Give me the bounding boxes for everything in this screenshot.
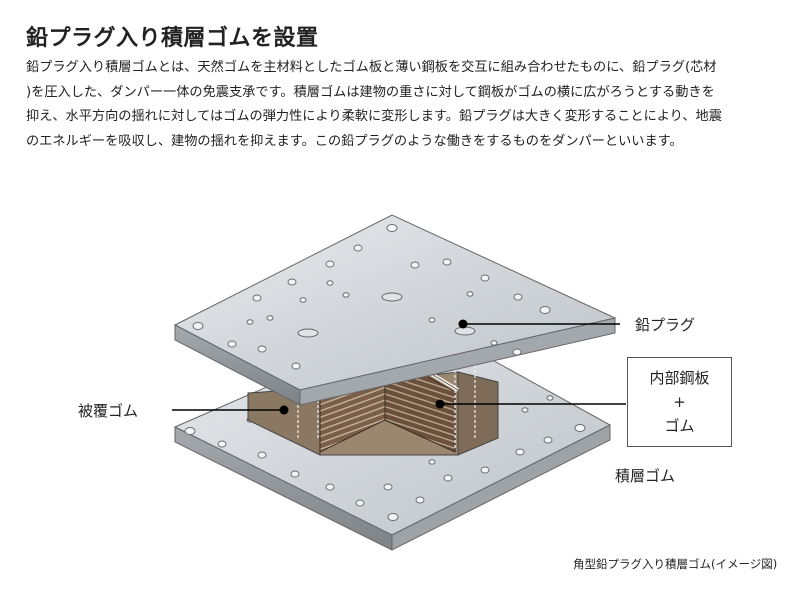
label-laminated-rubber: 積層ゴム (615, 467, 676, 485)
description: 鉛プラグ入り積層ゴムとは、天然ゴムを主材料としたゴム板と薄い鋼板を交互に組み合わ… (26, 56, 778, 154)
top-plate-holes (192, 224, 551, 370)
description-line: のエネルギーを吸収し、建物の揺れを抑えます。この鉛プラグのような働きをするものを… (26, 133, 683, 149)
bottom-plate-holes (184, 395, 586, 521)
leader-lines (172, 323, 626, 411)
top-plate (173, 214, 617, 406)
label-plus: + (673, 393, 686, 411)
description-line: 鉛プラグ入り積層ゴムとは、天然ゴムを主材料としたゴム板と薄い鋼板を交互に組み合わ… (26, 60, 717, 75)
label-lead-plug: 鉛プラグ (635, 316, 696, 334)
label-inner-steel: 内部鋼板 (649, 369, 710, 387)
leader-dots (279, 319, 468, 415)
label-cover-rubber: 被覆ゴム (78, 402, 139, 420)
figure-caption: 角型鉛プラグ入り積層ゴム(イメージ図) (573, 557, 778, 571)
description-line: )を圧入した、ダンパー一体の免震支承です。積層ゴムは建物の重さに対して鋼板がゴム… (26, 84, 715, 100)
description-line: 抑え、水平方向の揺れに対してはゴムの弾力性により柔軟に変形します。鉛プラグは大き… (26, 109, 722, 124)
label-box-inner-steel-rubber: 内部鋼板 + ゴム (627, 357, 732, 447)
lead-plug-tops (297, 292, 476, 338)
label-rubber: ゴム (664, 417, 695, 435)
page-title: 鉛プラグ入り積層ゴムを設置 (26, 26, 319, 51)
